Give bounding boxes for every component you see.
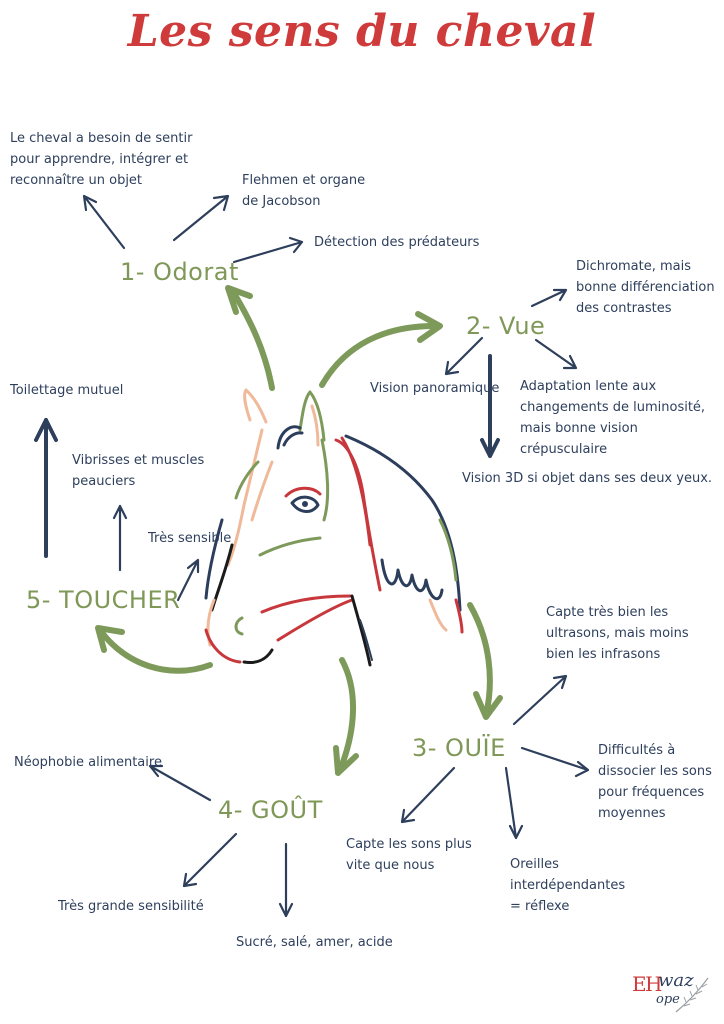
arrow-ouie-oreilles (504, 766, 524, 840)
arrow-to-odorat (232, 292, 275, 391)
logo-letter-h: H (645, 972, 663, 996)
note-gout-saveurs: Sucré, salé, amer, acide (236, 935, 393, 950)
arrow-to-vue (319, 322, 441, 388)
arrow-ouie-difficultes (520, 746, 590, 778)
arrow-odorat-flehmen (172, 194, 230, 242)
sense-toucher: 5- TOUCHER (26, 586, 181, 614)
ehwaz-hope-logo: E H waz ope (632, 970, 712, 1016)
sense-odorat: 1- Odorat (120, 258, 239, 286)
arrow-toucher-toilettage (34, 418, 58, 558)
horse-eye (290, 495, 320, 513)
note-ouie-difficultes: Difficultés à dissocier les sons pour fr… (598, 743, 712, 821)
note-odorat-flehmen: Flehmen et organe de Jacobson (242, 173, 366, 209)
note-gout-sensibilite: Très grande sensibilité (58, 899, 204, 914)
logo-letter-e: E (632, 972, 647, 996)
horse-ear-right (298, 390, 326, 442)
arrow-vue-3d (480, 354, 500, 458)
arrow-to-toucher (97, 627, 213, 674)
arrow-ouie-plus-vite (400, 766, 456, 824)
note-odorat-predateurs: Détection des prédateurs (314, 235, 480, 250)
logo-waz: waz (658, 970, 694, 991)
logo-ope: ope (656, 992, 680, 1007)
arrow-toucher-sensible (176, 558, 200, 602)
horse-throat (204, 518, 224, 600)
sense-gout: 4- GOÛT (218, 796, 323, 824)
horse-mouth (204, 628, 242, 664)
horse-face-outline (226, 428, 264, 567)
arrow-odorat-predateurs (232, 236, 304, 264)
arrow-vue-panoramique (444, 336, 484, 376)
note-gout-neophobie: Néophobie alimentaire (14, 755, 162, 770)
arrow-to-ouie (467, 602, 493, 718)
horse-ear-left (243, 388, 268, 424)
horse-mane-waves (380, 558, 444, 601)
arrow-to-gout (337, 657, 357, 773)
logo-branch-icon (675, 977, 709, 1013)
horse-noseband (260, 594, 352, 614)
arrow-gout-sensibilite (182, 832, 238, 888)
horse-mane (334, 438, 382, 592)
note-toucher-vibrisses: Vibrisses et muscles peauciers (72, 453, 205, 489)
arrow-gout-saveurs (278, 842, 294, 918)
sense-vue: 2- Vue (466, 312, 546, 340)
arrow-vue-adaptation (534, 338, 578, 370)
page-title: Les sens du cheval (127, 6, 597, 57)
note-ouie-plus-vite: Capte les sons plus vite que nous (346, 837, 472, 873)
arrow-ouie-ultrasons (512, 674, 568, 726)
arrow-vue-dichromate (530, 288, 568, 308)
arrow-toucher-vibrisses (112, 504, 128, 572)
note-vue-dichromate: Dichromate, mais bonne différenciation d… (576, 259, 715, 316)
sense-ouie: 3- OUÏE (412, 734, 506, 762)
note-odorat-sentir: Le cheval a besoin de sentir pour appren… (10, 131, 193, 188)
note-ouie-ultrasons: Capte très bien les ultrasons, mais moin… (546, 605, 689, 662)
note-vue-panoramique: Vision panoramique (370, 381, 500, 396)
horse-forelock (276, 425, 304, 450)
note-vue-adaptation: Adaptation lente aux changements de lumi… (520, 379, 706, 457)
arrow-odorat-sentir (82, 194, 126, 250)
note-toucher-toilettage: Toilettage mutuel (10, 383, 124, 398)
arrow-gout-neophobie (148, 764, 212, 802)
note-ouie-oreilles: Oreilles interdépendantes = réflexe (510, 857, 626, 914)
note-vue-3d: Vision 3D si objet dans ses deux yeux. (462, 471, 713, 486)
note-toucher-sensible: Très sensible (148, 531, 232, 546)
horse-nostril (234, 616, 244, 636)
